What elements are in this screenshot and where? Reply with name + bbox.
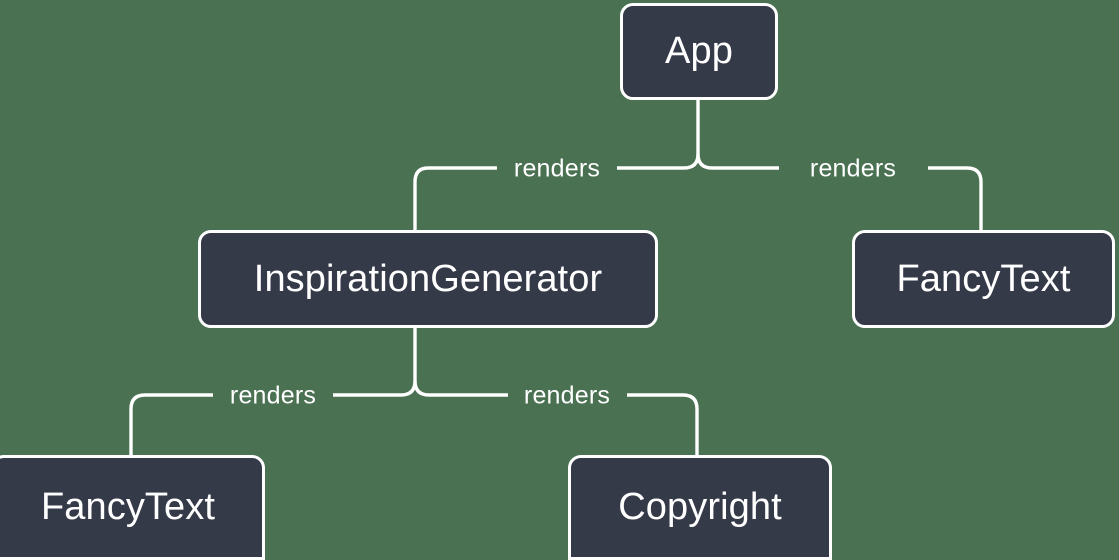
node-fancy-text-bottom[interactable]: FancyText	[0, 455, 265, 560]
edge-app-trunk-right	[696, 153, 713, 170]
edge-inspgen-trunk-right	[413, 380, 430, 397]
node-app-label: App	[665, 30, 733, 72]
edge-label-inspiration-generator-copyright: renders	[523, 381, 611, 410]
edge-app-to-inspgen-drop	[413, 166, 429, 230]
node-app[interactable]: App	[620, 3, 778, 100]
node-copyright-label: Copyright	[618, 486, 782, 528]
node-fancy-text-top[interactable]: FancyText	[852, 230, 1115, 328]
node-inspiration-generator-label: InspirationGenerator	[253, 257, 603, 300]
edge-inspgen-to-fancy-drop	[129, 393, 146, 455]
node-fancy-text-bottom-label: FancyText	[40, 486, 216, 528]
edge-inspgen-trunk	[400, 328, 417, 397]
edge-label-app-inspiration-generator: renders	[513, 154, 601, 183]
edge-app-trunk	[683, 100, 700, 170]
node-copyright[interactable]: Copyright	[568, 455, 832, 560]
edge-label-inspiration-generator-fancy-text: renders	[229, 381, 317, 410]
edge-label-app-fancy-text: renders	[809, 154, 897, 183]
node-fancy-text-top-label: FancyText	[896, 257, 1071, 300]
edge-app-to-fancy-drop	[966, 166, 983, 230]
edge-inspgen-to-copyright-drop	[682, 393, 699, 455]
node-inspiration-generator[interactable]: InspirationGenerator	[198, 230, 658, 328]
